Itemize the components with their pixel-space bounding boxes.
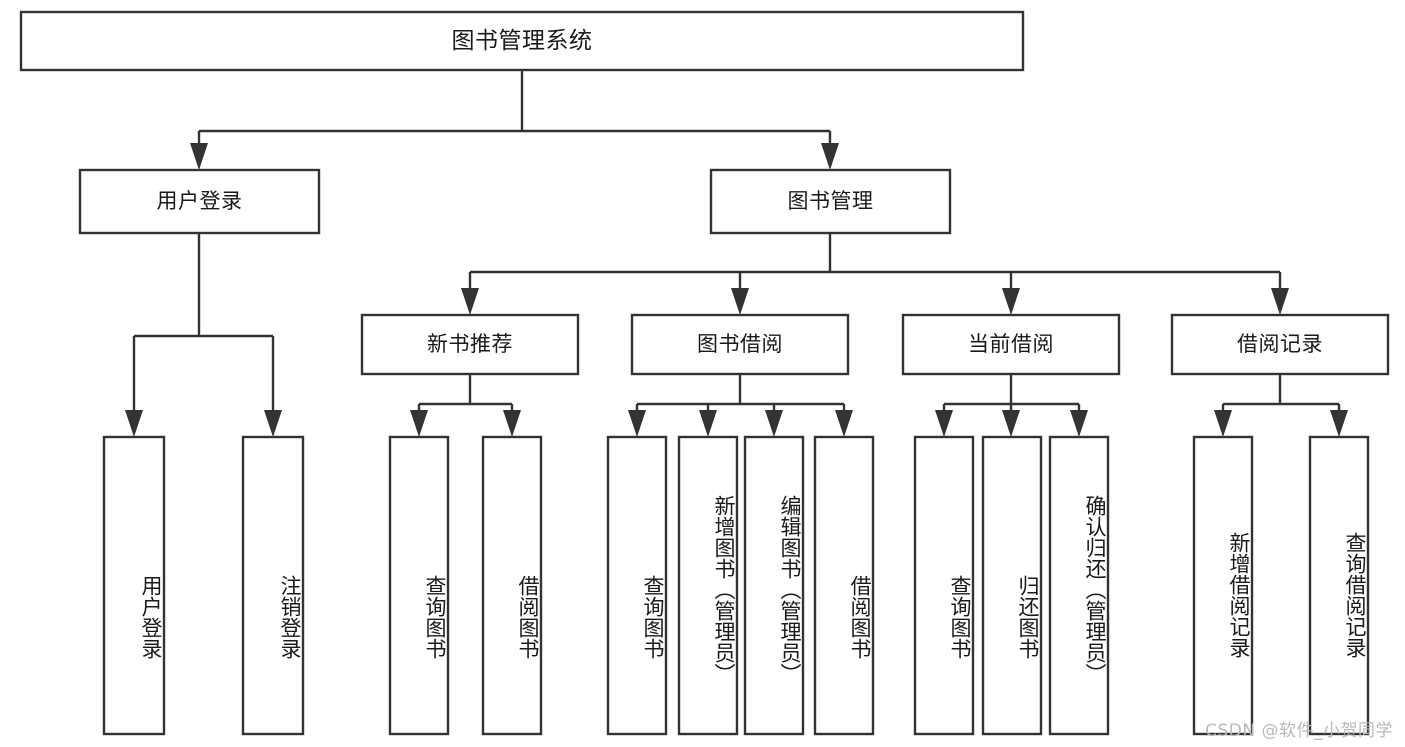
arrow-head-leaf-user-login — [125, 410, 143, 437]
arrow-head-leaf-edit-book — [765, 410, 783, 437]
node-box-leaf-query-record[interactable] — [1308, 435, 1370, 736]
arrow-head-leaf-return-book — [1002, 410, 1020, 437]
node-box-leaf-return-book[interactable] — [981, 435, 1043, 736]
node-box-root[interactable] — [19, 10, 1025, 72]
arrow-head-new-book-recommend — [461, 288, 479, 315]
arrow-head-user-login — [190, 143, 208, 170]
node-box-book-manage[interactable] — [709, 168, 952, 235]
node-box-leaf-confirm-return[interactable] — [1048, 435, 1110, 736]
node-box-leaf-add-book[interactable] — [677, 435, 739, 736]
node-box-leaf-logout-login[interactable] — [241, 435, 305, 736]
arrow-head-leaf-query-book-1 — [410, 410, 428, 437]
node-box-user-login[interactable] — [78, 168, 321, 235]
arrow-head-leaf-logout-login — [264, 410, 282, 437]
arrow-head-leaf-borrow-book-1 — [503, 410, 521, 437]
arrow-head-leaf-query-book-2 — [628, 410, 646, 437]
node-box-leaf-query-book-3[interactable] — [913, 435, 975, 736]
node-box-borrow-record[interactable] — [1170, 313, 1390, 376]
node-box-leaf-edit-book[interactable] — [743, 435, 805, 736]
node-box-leaf-query-book-2[interactable] — [606, 435, 668, 736]
connector-group — [125, 70, 1348, 437]
node-box-new-book-recommend[interactable] — [360, 313, 580, 376]
arrow-head-leaf-confirm-return — [1070, 410, 1088, 437]
node-box-book-borrow[interactable] — [630, 313, 850, 376]
node-box-leaf-add-record[interactable] — [1192, 435, 1254, 736]
arrow-head-current-borrow — [1002, 288, 1020, 315]
arrow-head-leaf-add-record — [1214, 410, 1232, 437]
node-box-leaf-borrow-book-1[interactable] — [481, 435, 543, 736]
arrow-head-leaf-borrow-book-2 — [835, 410, 853, 437]
node-box-leaf-borrow-book-2[interactable] — [813, 435, 875, 736]
arrow-head-leaf-add-book — [699, 410, 717, 437]
arrow-head-book-borrow — [731, 288, 749, 315]
arrow-head-borrow-record — [1271, 288, 1289, 315]
arrow-head-book-manage — [821, 143, 839, 170]
arrow-head-leaf-query-record — [1330, 410, 1348, 437]
node-box-current-borrow[interactable] — [901, 313, 1121, 376]
node-box-group — [19, 10, 1390, 736]
node-box-leaf-query-book-1[interactable] — [388, 435, 450, 736]
arrow-head-leaf-query-book-3 — [935, 410, 953, 437]
node-box-leaf-user-login[interactable] — [102, 435, 166, 736]
